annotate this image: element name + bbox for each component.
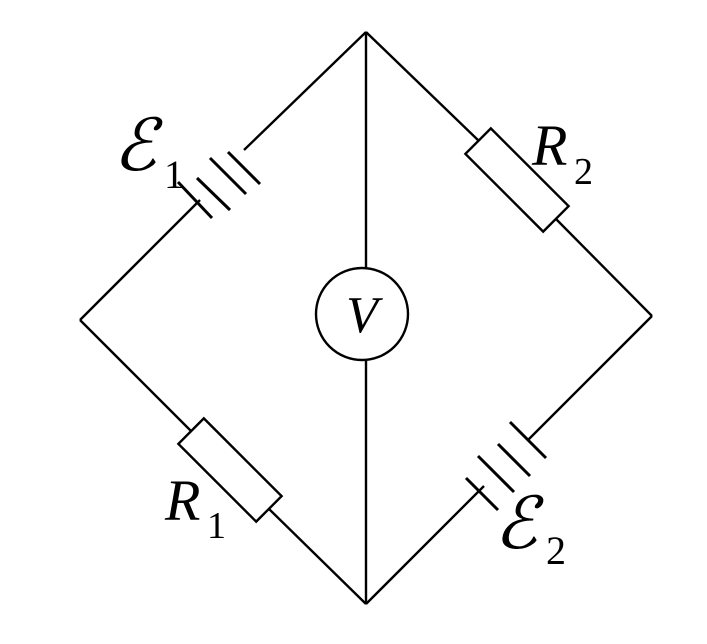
battery-emf1-plate-long <box>176 180 214 220</box>
battery-emf2-plate-long-2 <box>476 454 516 494</box>
branch-top-right <box>365 31 653 317</box>
battery-emf2-plate-short-2 <box>464 476 500 512</box>
voltmeter-label: V <box>346 287 383 344</box>
label-r1-letter: R <box>164 468 200 533</box>
wire-left-to-emf1 <box>79 199 201 321</box>
label-emf1-symbol: ℰ <box>113 103 163 187</box>
label-r2: R 2 <box>531 113 593 193</box>
resistor-r2 <box>463 126 571 234</box>
branch-bottom-left <box>79 319 367 605</box>
battery-emf2-plate-long <box>508 420 548 460</box>
label-r2-letter: R <box>531 113 567 178</box>
voltmeter: V <box>314 266 410 362</box>
label-r2-subscript: 2 <box>574 151 593 193</box>
battery-emf1-plate-short-2 <box>226 150 262 186</box>
wire-r2-to-right <box>554 217 653 317</box>
label-emf2-symbol: ℰ <box>494 481 544 565</box>
battery-emf1-plate-short <box>195 176 232 212</box>
label-emf2-subscript: 2 <box>546 528 566 573</box>
label-r1-subscript: 1 <box>207 505 226 547</box>
label-r1: R 1 <box>164 468 226 547</box>
wire-emf1-to-top <box>243 31 367 151</box>
branch-bottom-right <box>365 315 653 605</box>
label-emf2: ℰ 2 <box>494 481 566 573</box>
battery-emf2-plate-short <box>496 442 532 478</box>
battery-emf1 <box>176 150 262 220</box>
wire-right-to-emf2 <box>527 315 653 441</box>
wire-left-to-r1 <box>79 319 193 433</box>
wire-emf2-to-bottom <box>365 485 485 605</box>
wire-top-to-r2 <box>365 31 481 143</box>
label-emf1: ℰ 1 <box>113 103 184 197</box>
battery-emf2 <box>464 420 548 512</box>
branch-top-left <box>79 31 367 321</box>
wire-r1-to-bottom <box>266 506 367 605</box>
resistor-r1 <box>176 416 284 524</box>
battery-emf1-plate-long-2 <box>208 156 248 196</box>
label-emf1-subscript: 1 <box>164 152 184 197</box>
voltmeter-circle <box>314 266 410 362</box>
